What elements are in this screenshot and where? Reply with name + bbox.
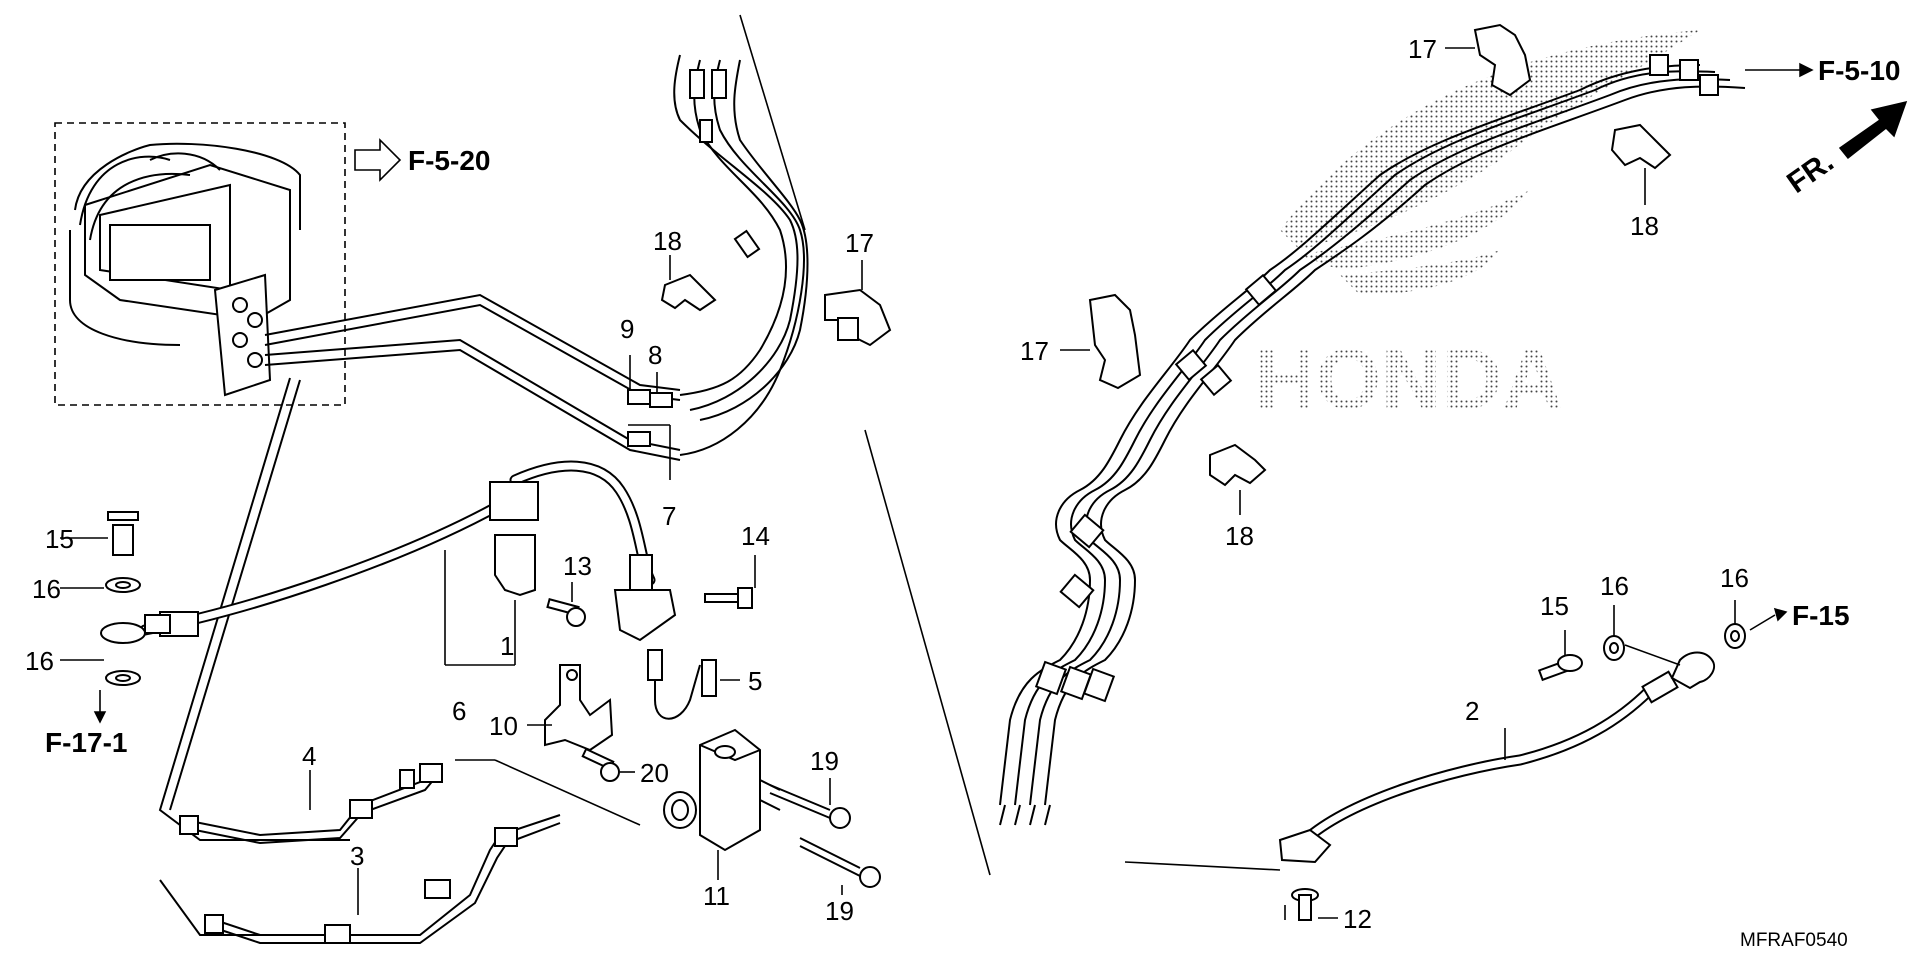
bolt-12: [1291, 888, 1319, 921]
callout-2: 2: [1465, 696, 1479, 726]
callout-16-right-b: 16: [1720, 563, 1749, 593]
joint-valve-11: [663, 728, 781, 852]
callout-3: 3: [350, 841, 364, 871]
diagram-code: MFRAF0540: [1740, 930, 1848, 951]
bolt-14: [704, 587, 753, 609]
bracket-10: [544, 664, 614, 752]
arrow-right-icon: [1799, 62, 1814, 78]
callout-18-mid: 18: [1225, 521, 1254, 551]
front-brake-hose: [139, 489, 536, 636]
ref-f5-20[interactable]: F-5-20: [408, 145, 490, 176]
clip-18-left: [660, 273, 717, 312]
callout-18-top-right: 18: [1630, 211, 1659, 241]
clip-17-top: [1473, 23, 1532, 97]
hose-grommet: [494, 534, 536, 597]
abs-modulator-unit: [69, 142, 301, 397]
bolt-19-upper: [769, 784, 851, 829]
callout-16-right-a: 16: [1600, 571, 1629, 601]
callout-15-left: 15: [45, 524, 74, 554]
clip-18-mid: [1209, 443, 1267, 487]
clip-17-left: [1088, 293, 1142, 390]
arrow-down-icon: [93, 711, 107, 724]
callout-17-top: 17: [1408, 34, 1437, 64]
front-arrow-icon: [1838, 100, 1908, 160]
callout-16-left-bottom: 16: [25, 646, 54, 676]
callout-7: 7: [662, 501, 676, 531]
callout-10: 10: [489, 711, 518, 741]
banjo-bolt-right: [1537, 623, 1746, 682]
callout-12: 12: [1343, 904, 1372, 934]
front-direction-label: FR.: [1781, 145, 1840, 200]
hose-fitting: [629, 554, 653, 591]
banjo-bolt-left: [60, 511, 146, 712]
banjo-fitting-right: [1670, 651, 1716, 690]
abs-modulator-reference-box: [54, 122, 346, 406]
bolt-19-lower: [799, 837, 881, 888]
callout-15-right: 15: [1540, 591, 1569, 621]
clip-17-mid: [824, 288, 892, 347]
callout-4: 4: [302, 741, 316, 771]
pipe-to-rear-4: [158, 377, 350, 841]
callout-13: 13: [563, 551, 592, 581]
bolt-20: [581, 747, 620, 782]
callout-20: 20: [640, 758, 669, 788]
callout-5: 5: [748, 666, 762, 696]
brake-pipe-bundle-right: [999, 54, 1746, 826]
honda-watermark-text: HONDA: [1255, 332, 1563, 426]
callout-6: 6: [452, 696, 466, 726]
callout-19-top: 19: [810, 746, 839, 776]
ref-f17-1[interactable]: F-17-1: [45, 727, 127, 758]
arrow-right-up-icon: [1773, 607, 1788, 622]
callout-11: 11: [703, 881, 730, 911]
pipe-5: [654, 664, 701, 720]
callout-17-left: 17: [1020, 336, 1049, 366]
hose-joint-block: [613, 589, 677, 642]
hollow-arrow-icon: [354, 138, 402, 182]
brake-pipe-4: [179, 763, 443, 845]
front-direction-arrow: FR.: [1781, 100, 1908, 200]
hose-end-bracket: [1278, 828, 1332, 864]
banjo-fitting: [100, 622, 146, 644]
hose-clamp: [489, 481, 539, 521]
bolt-13: [546, 598, 586, 627]
callout-19-bottom: 19: [825, 896, 854, 926]
ref-f5-10[interactable]: F-5-10: [1818, 55, 1900, 86]
callout-17-mid: 17: [845, 228, 874, 258]
callout-1: 1: [500, 631, 514, 661]
callout-16-left-top: 16: [32, 574, 61, 604]
callout-14: 14: [741, 521, 770, 551]
brake-pipe-3: [204, 814, 561, 944]
brake-pipes-center: [264, 54, 809, 461]
ref-f15[interactable]: F-15: [1792, 600, 1850, 631]
clip-18-top-right: [1610, 123, 1672, 170]
callout-18-left: 18: [653, 226, 682, 256]
callout-8: 8: [648, 340, 662, 370]
callout-9: 9: [620, 314, 634, 344]
